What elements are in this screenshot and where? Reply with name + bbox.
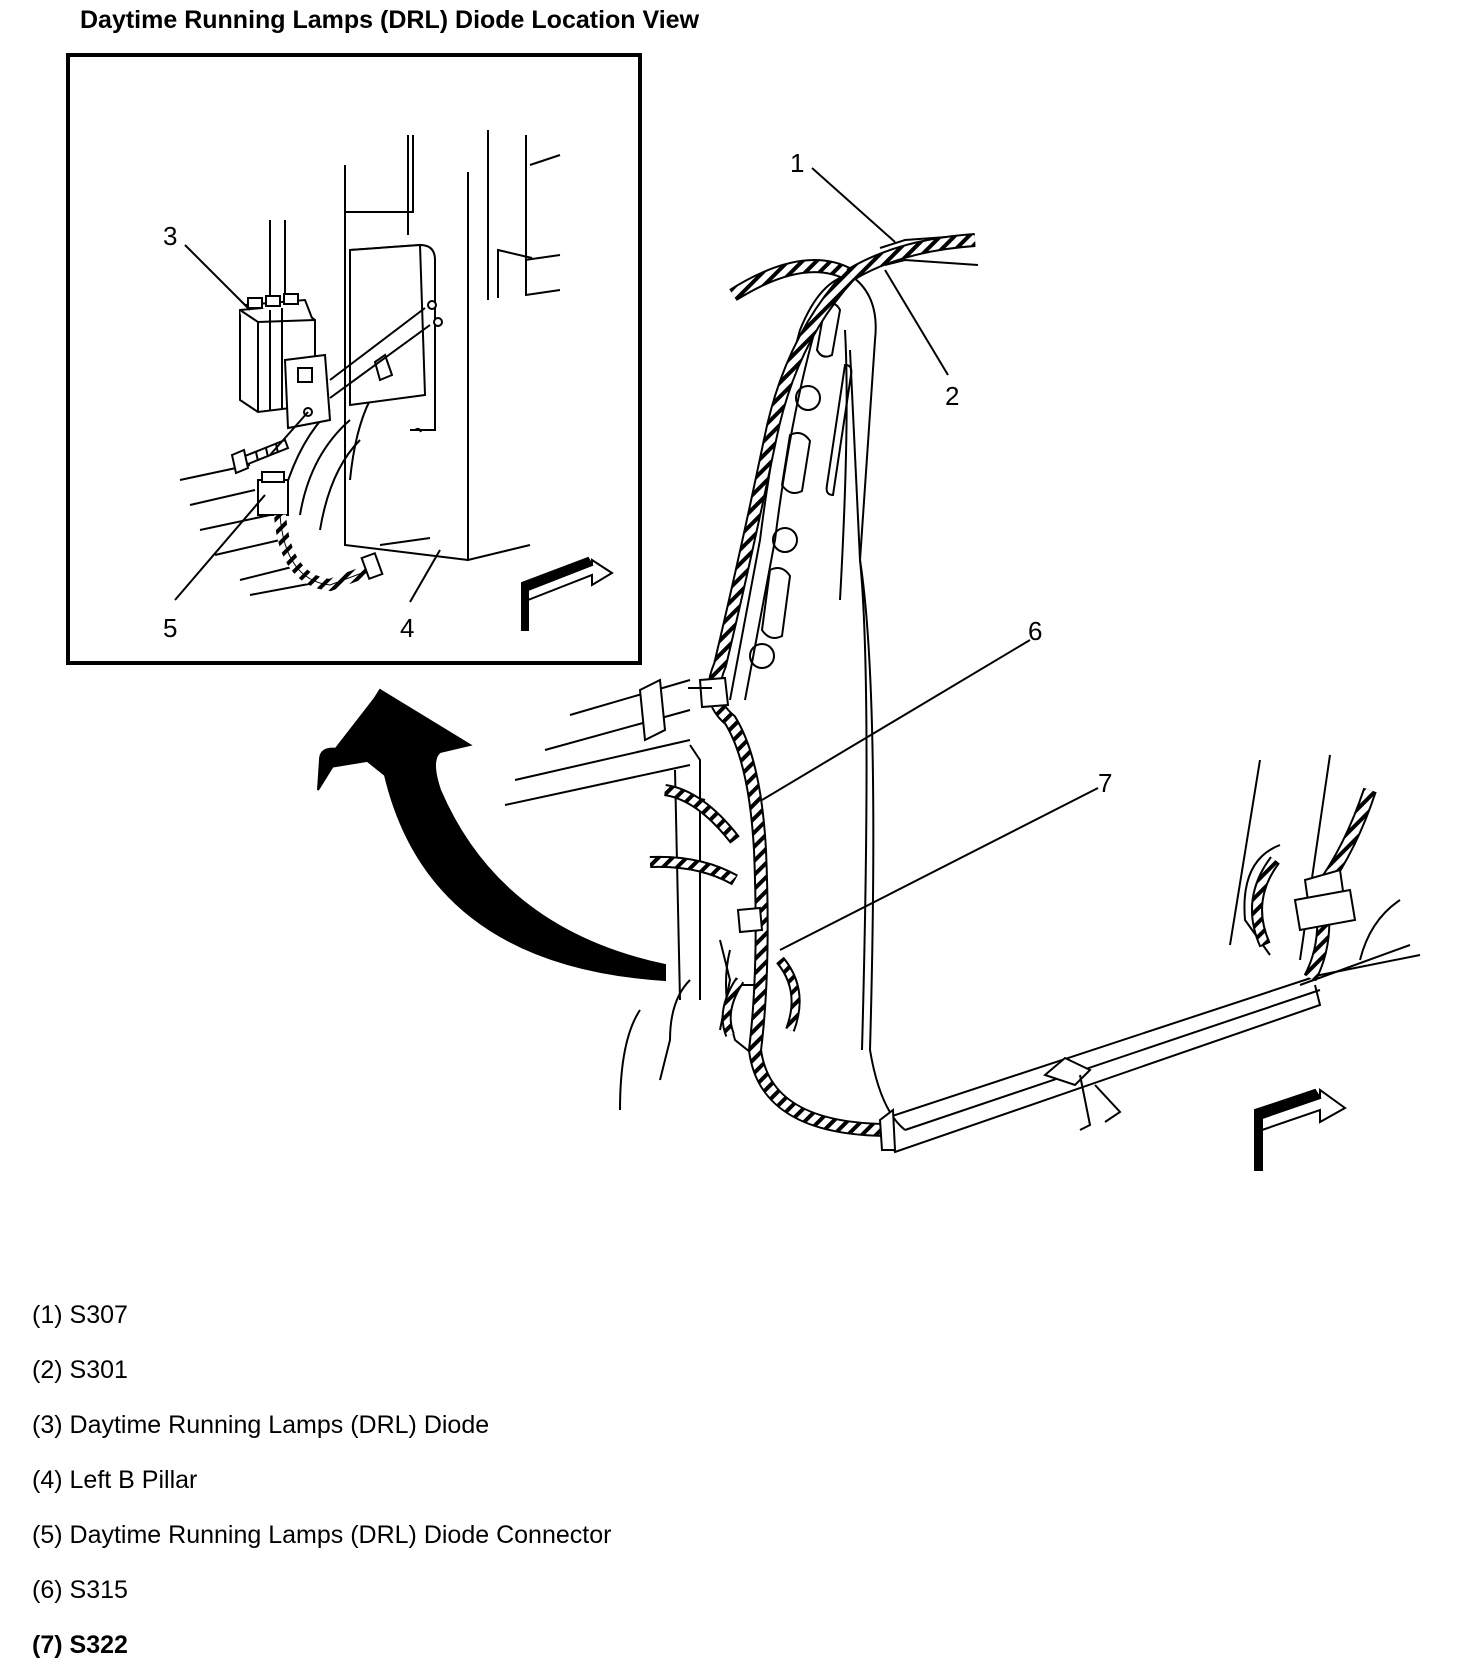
legend-item-1: (1) S307 (32, 1300, 611, 1355)
main-forward-arrow (1254, 1088, 1347, 1171)
leader-line-5 (174, 494, 266, 601)
legend-item-6: (6) S315 (32, 1575, 611, 1630)
legend-number: (7) (32, 1631, 63, 1659)
main-harness-view (504, 234, 1421, 1154)
legend-text: Daytime Running Lamps (DRL) Diode (69, 1411, 490, 1439)
legend-item-4: (4) Left B Pillar (32, 1465, 611, 1520)
callout-5: 5 (163, 613, 177, 643)
leader-line-6 (761, 639, 1031, 801)
legend-item-7: (7) S322 (32, 1630, 611, 1670)
callout-7: 7 (1098, 768, 1112, 798)
leader-line-3 (184, 244, 251, 311)
legend-number: (6) (32, 1576, 63, 1604)
legend-list: (1) S307 (2) S301 (3) Daytime Running La… (32, 1300, 611, 1670)
wiring-harness (649, 233, 1377, 1137)
drl-diode (239, 293, 332, 430)
leader-line-2 (884, 269, 949, 376)
mounting-bolt (230, 438, 290, 475)
legend-text: Daytime Running Lamps (DRL) Diode Connec… (69, 1521, 612, 1549)
legend-item-5: (5) Daytime Running Lamps (DRL) Diode Co… (32, 1520, 611, 1575)
leader-line-4 (409, 549, 441, 603)
callout-2: 2 (945, 381, 959, 411)
leader-line-1 (811, 167, 896, 243)
drl-diode-location-illustration: 3 5 4 (66, 53, 1421, 1171)
legend-number: (3) (32, 1411, 63, 1439)
harness-clips (688, 676, 1357, 1151)
rocker-sill (879, 954, 1421, 1121)
legend-number: (1) (32, 1301, 63, 1329)
legend-text: S307 (69, 1301, 128, 1329)
callout-1: 1 (790, 148, 804, 178)
legend-item-2: (2) S301 (32, 1355, 611, 1410)
detail-pointer-arrow (317, 688, 666, 982)
legend-text: S315 (69, 1576, 128, 1604)
mounting-bracket (349, 243, 443, 433)
legend-item-3: (3) Daytime Running Lamps (DRL) Diode (32, 1410, 611, 1465)
diode-connector (257, 471, 384, 592)
legend-text: S301 (69, 1356, 128, 1384)
legend-number: (2) (32, 1356, 63, 1384)
inset-frame (66, 53, 642, 665)
inset-detail-view: 3 5 4 (66, 53, 642, 665)
diagram-title: Daytime Running Lamps (DRL) Diode Locati… (80, 6, 700, 34)
callout-6: 6 (1028, 616, 1042, 646)
pillar-holes (749, 302, 853, 669)
leader-line-7 (779, 787, 1099, 951)
inset-forward-arrow (520, 556, 614, 631)
legend-number: (5) (32, 1521, 63, 1549)
legend-number: (4) (32, 1466, 63, 1494)
legend-text: S322 (69, 1631, 128, 1659)
callout-4: 4 (400, 613, 414, 643)
callout-3: 3 (163, 221, 177, 251)
legend-text: Left B Pillar (69, 1466, 198, 1494)
